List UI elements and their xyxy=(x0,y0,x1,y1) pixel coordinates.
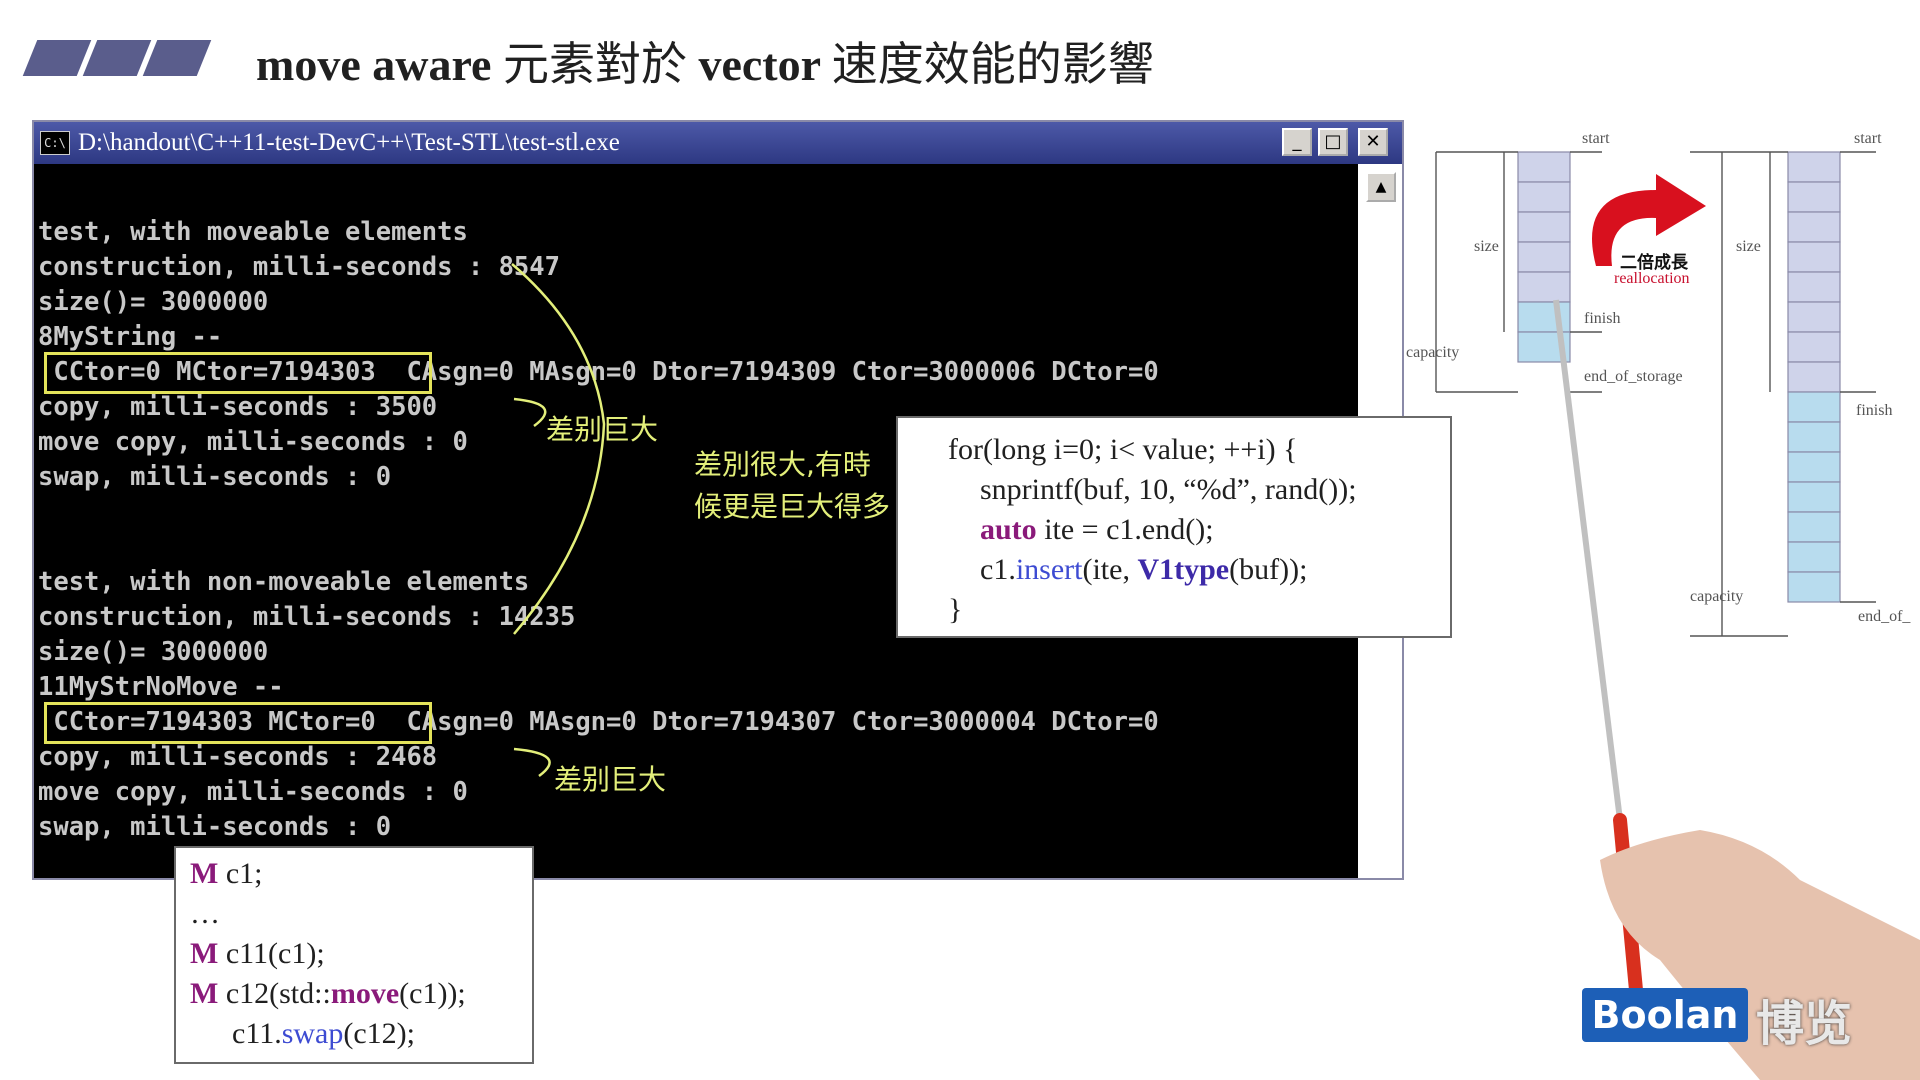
code-text: (c1)); xyxy=(399,977,466,1010)
code-line: M c12(std::move(c1)); xyxy=(190,974,466,1014)
title-part: 速度效能的影響 xyxy=(831,39,1154,90)
console-line: copy, milli-seconds : 3500 xyxy=(38,392,438,422)
title-part: move aware xyxy=(256,39,492,90)
close-button[interactable]: ✕ xyxy=(1358,128,1388,156)
diagram-label-finish: finish xyxy=(1856,402,1893,419)
code-keyword: auto xyxy=(980,513,1037,546)
annotation-diff-huge: 差别巨大 xyxy=(554,763,667,796)
code-line: c1.insert(ite, V1type(buf)); xyxy=(980,550,1307,590)
window-title: D:\handout\C++11-test-DevC++\Test-STL\te… xyxy=(78,129,620,156)
console-line: move copy, milli-seconds : 0 xyxy=(38,777,468,807)
console-output[interactable]: test, with moveable elements constructio… xyxy=(34,164,1358,878)
code-keyword: M xyxy=(190,977,219,1010)
code-function: swap xyxy=(281,1017,344,1050)
title-part: 元素對於 xyxy=(502,39,687,90)
code-box-insert-loop: for(long i=0; i< value; ++i) { snprintf(… xyxy=(896,416,1452,638)
minimize-button[interactable]: _ xyxy=(1282,128,1312,156)
console-line: size()= 3000000 xyxy=(38,287,269,317)
console-line: 11MyStrNoMove -- xyxy=(38,672,284,702)
console-line: size()= 3000000 xyxy=(38,637,269,667)
console-line: construction, milli-seconds : 8547 xyxy=(38,252,560,282)
window-titlebar[interactable]: C:\ D:\handout\C++11-test-DevC++\Test-ST… xyxy=(34,122,1402,164)
diagram-label-capacity: capacity xyxy=(1690,588,1744,605)
annotation-diff-big: 差別很大,有時候更是巨大得多 xyxy=(694,448,891,523)
code-keyword: M xyxy=(190,857,219,890)
console-line: swap, milli-seconds : 0 xyxy=(38,462,392,492)
highlight-box xyxy=(44,352,432,394)
code-line: } xyxy=(948,593,963,626)
code-line: for(long i=0; i< value; ++i) { xyxy=(948,433,1298,466)
diagram-label-size: size xyxy=(1736,238,1761,255)
code-text: c11. xyxy=(232,1017,282,1050)
code-function: move xyxy=(330,977,400,1010)
code-text: (c12); xyxy=(343,1017,415,1050)
diagram-label-capacity: capacity xyxy=(1406,344,1460,361)
code-text: ite = c1.end(); xyxy=(1036,513,1214,546)
console-window: C:\ D:\handout\C++11-test-DevC++\Test-ST… xyxy=(32,120,1404,880)
code-line: M c11(c1); xyxy=(190,934,325,974)
diagram-label-start: start xyxy=(1854,130,1882,147)
scroll-up-button[interactable]: ▲ xyxy=(1366,172,1396,202)
code-text: (buf)); xyxy=(1229,553,1308,586)
code-text: c1. xyxy=(980,553,1016,586)
console-line: swap, milli-seconds : 0 xyxy=(38,812,392,842)
console-line: copy, milli-seconds : 2468 xyxy=(38,742,438,772)
annotation-diff-huge: 差别巨大 xyxy=(546,413,659,446)
diagram-label-finish: finish xyxy=(1584,310,1621,327)
code-text: (ite, xyxy=(1082,553,1138,586)
code-text: c1; xyxy=(218,857,263,890)
diagram-label-start: start xyxy=(1582,130,1610,147)
code-text: c12(std:: xyxy=(218,977,331,1010)
title-part: vector xyxy=(698,39,821,90)
boolan-logo: Boolan xyxy=(1582,988,1748,1042)
console-line: move copy, milli-seconds : 0 xyxy=(38,427,468,457)
diagram-label-size: size xyxy=(1474,238,1499,255)
console-line: CCtor=0 MCtor=7194303 CAsgn=0 MAsgn=0 Dt… xyxy=(38,357,1159,387)
console-line: 8MyString -- xyxy=(38,322,223,352)
code-line: auto ite = c1.end(); xyxy=(980,510,1214,550)
boolan-logo-zh: 博览 xyxy=(1756,996,1853,1052)
code-keyword: M xyxy=(190,937,219,970)
code-type: V1type xyxy=(1137,553,1230,586)
diagram-label-end-of-storage: end_of_storage xyxy=(1584,368,1683,385)
slide-title: move aware 元素對於 vector 速度效能的影響 xyxy=(256,30,1154,100)
code-function: insert xyxy=(1015,553,1083,586)
code-line: c11.swap(c12); xyxy=(232,1014,415,1054)
code-line: M c1; xyxy=(190,854,262,894)
code-line: … xyxy=(190,897,220,930)
diagram-label-end-of: end_of_ xyxy=(1858,608,1911,625)
diagram-reallocation-label: reallocation xyxy=(1614,270,1690,287)
diagram-growth-label: 二倍成長 xyxy=(1620,253,1688,273)
annotation-curves xyxy=(511,263,606,778)
code-box-move-ops: M c1; … M c11(c1); M c12(std::move(c1));… xyxy=(174,846,534,1064)
maximize-button[interactable]: □ xyxy=(1318,128,1348,156)
code-line: snprintf(buf, 10, “%d”, rand()); xyxy=(980,473,1357,506)
console-line: test, with moveable elements xyxy=(38,217,468,247)
diagram-shapes xyxy=(1435,151,1876,637)
console-line: test, with non-moveable elements xyxy=(38,567,530,597)
code-text: c11(c1); xyxy=(218,937,325,970)
highlight-box xyxy=(44,702,432,744)
console-line: construction, milli-seconds : 14235 xyxy=(38,602,576,632)
console-icon: C:\ xyxy=(40,131,70,155)
console-line: CCtor=7194303 MCtor=0 CAsgn=0 MAsgn=0 Dt… xyxy=(38,707,1159,737)
